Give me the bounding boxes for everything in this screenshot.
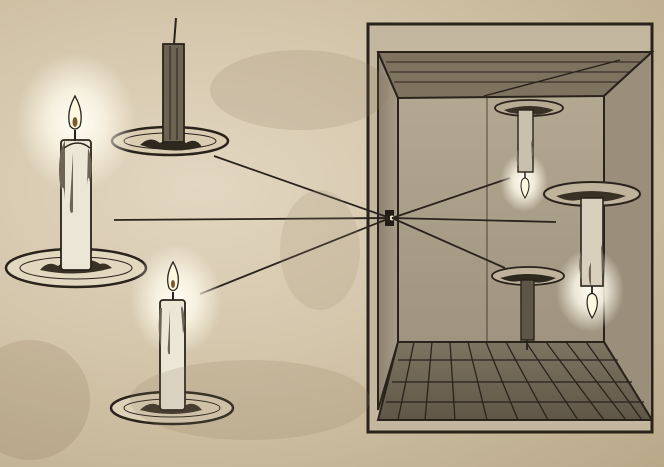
candle-left [6, 52, 146, 287]
camera-box [368, 24, 652, 432]
box-floor [378, 342, 652, 420]
